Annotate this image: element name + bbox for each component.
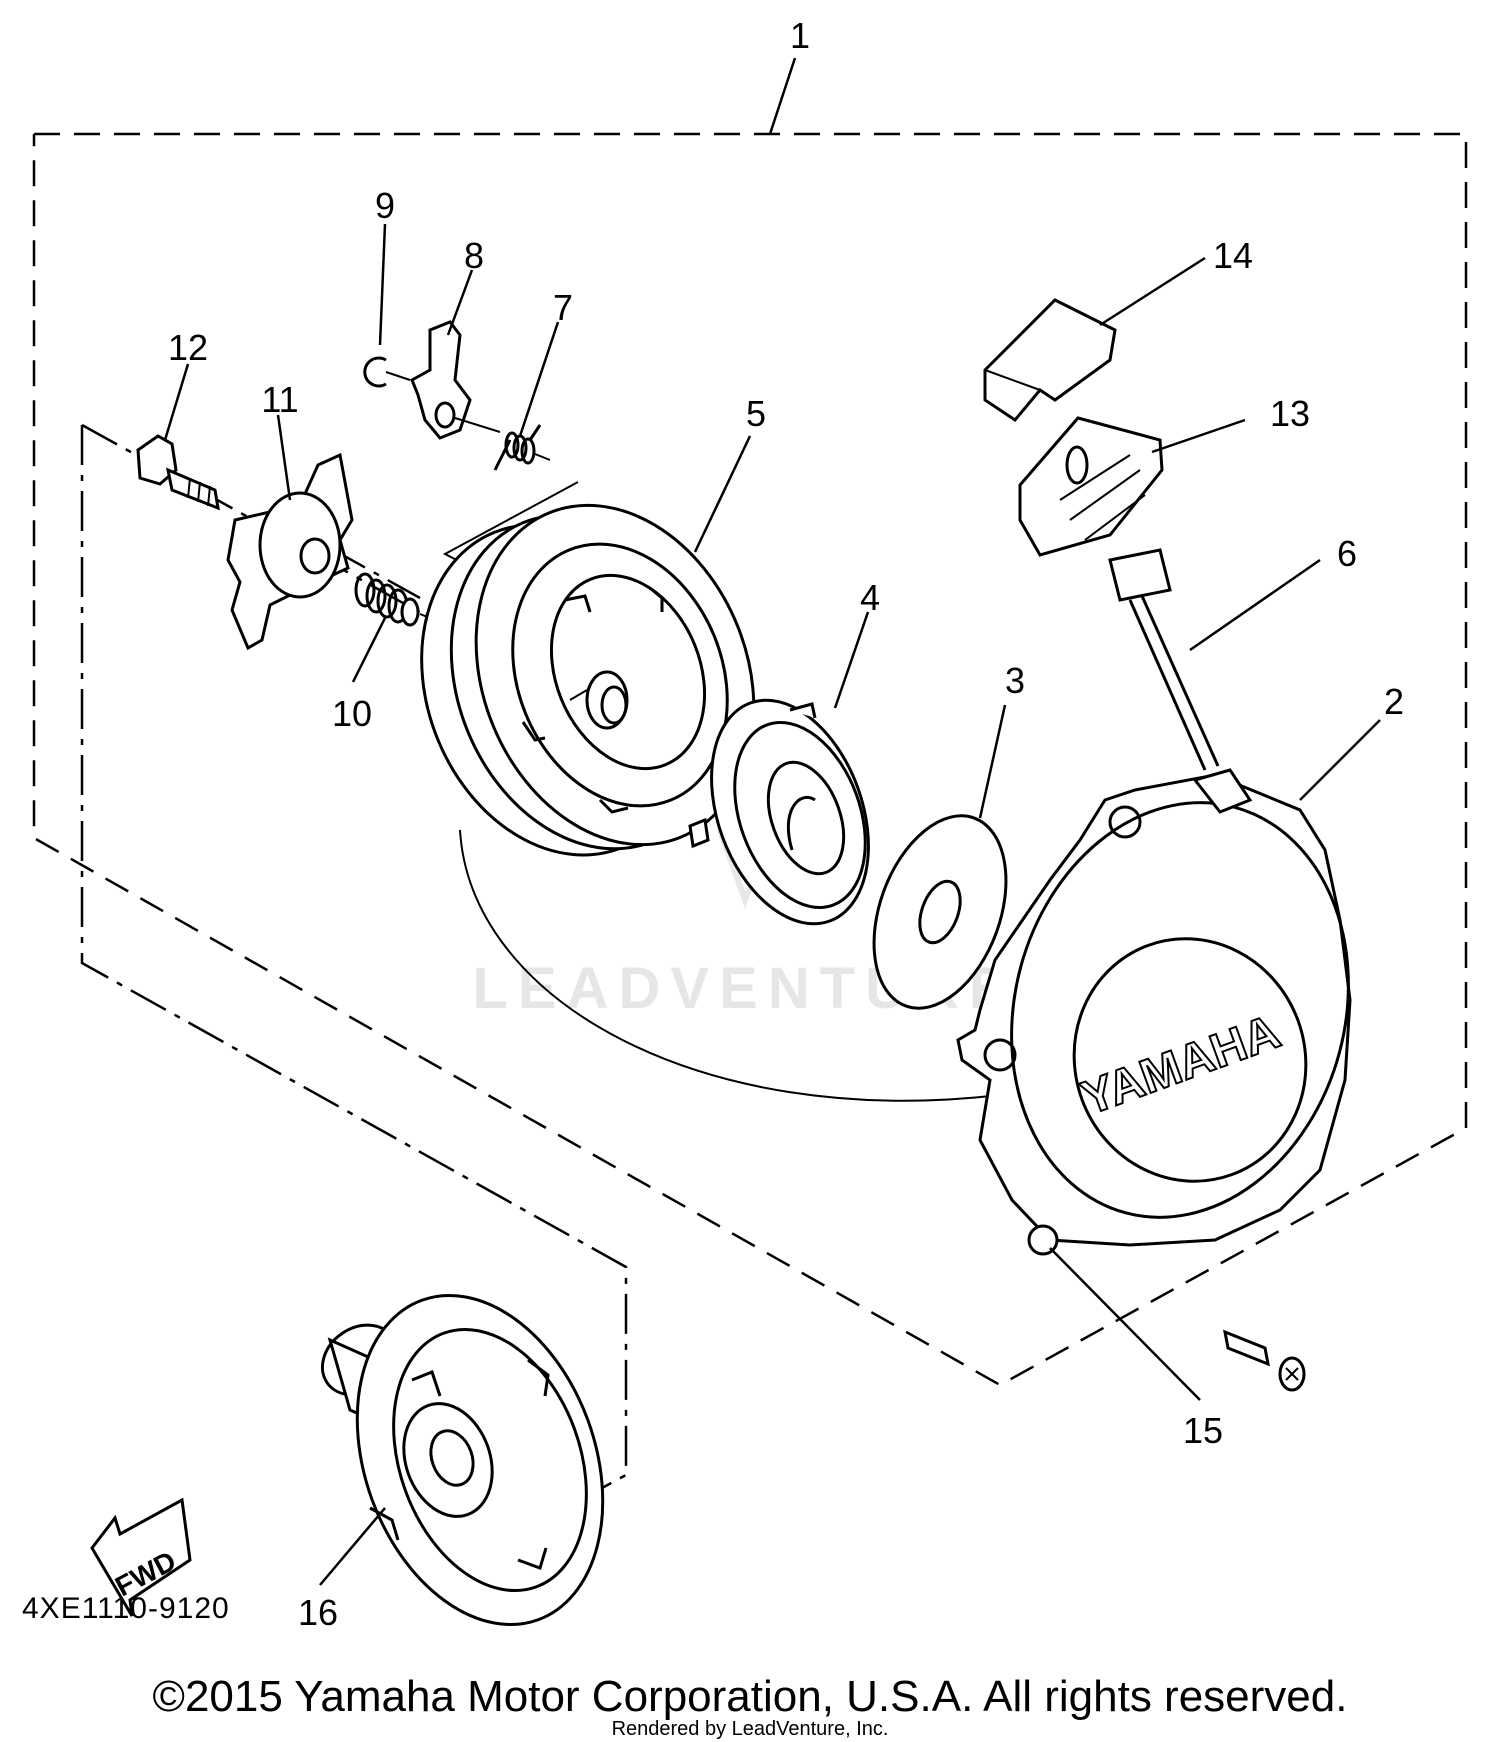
leader-2 [1299,719,1381,801]
leader-15 [1049,1247,1201,1401]
callout-9: 9 [375,185,395,226]
leader-7 [518,321,560,437]
part-10-spring [354,572,446,627]
rendered-by-credit: Rendered by LeadVenture, Inc. [611,1718,889,1740]
part-4-spring-case [688,698,870,926]
part-3-washer [872,814,1008,1010]
callout-7: 7 [553,287,573,328]
callout-5: 5 [746,393,766,434]
callout-2: 2 [1384,681,1404,722]
leader-1 [768,57,797,135]
callout-13: 13 [1270,393,1310,434]
leader-14 [1099,256,1206,327]
leader-10 [351,617,387,683]
leader-11 [276,414,292,501]
leader-12 [163,363,190,441]
part-12-bolt [136,434,220,511]
callout-8: 8 [464,235,484,276]
leader-9 [378,223,387,346]
starter-rope [459,829,1001,1102]
shaft-boundary [80,425,628,1502]
part-11-plate [226,452,354,651]
leader-4 [833,611,870,709]
copyright-notice: ©2015 Yamaha Motor Corporation, U.S.A. A… [152,1672,1348,1721]
part-9-clip [363,356,411,388]
callout-15: 15 [1183,1410,1223,1451]
part-7-spring [493,424,551,471]
callout-12: 12 [168,327,208,368]
callout-16: 16 [298,1592,338,1633]
part-15-screw [1223,1329,1306,1392]
leader-6 [1189,558,1321,652]
callout-4: 4 [860,577,880,618]
part-13-handle [1018,416,1164,557]
callout-14: 14 [1213,235,1253,276]
leader-3 [978,704,1007,819]
callout-11: 11 [261,379,298,420]
leader-13 [1151,418,1246,454]
assembly-boundary [32,132,1468,1387]
callout-10: 10 [332,693,372,734]
leader-5 [693,435,752,553]
part-14-insert [983,298,1117,422]
part-5-pulley [420,503,756,857]
callout-3: 3 [1005,660,1025,701]
callout-1: 1 [790,15,810,56]
leader-8 [446,269,474,336]
callout-6: 6 [1337,533,1357,574]
leader-16 [319,1507,386,1586]
part-8-pawl [410,320,501,440]
part-code: 4XE1110-9120 [22,1592,230,1625]
part-16-hub [320,1293,605,1627]
part-6-rope [1108,548,1220,771]
part-2-case: YAMAHA [956,768,1352,1256]
